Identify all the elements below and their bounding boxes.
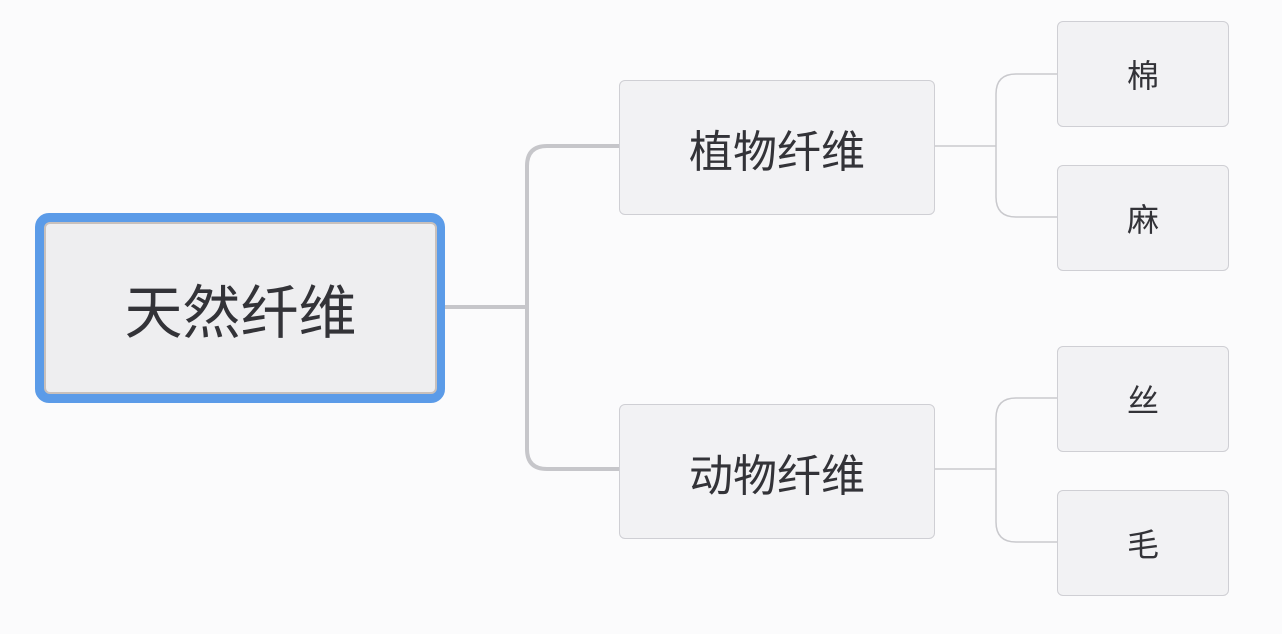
connector-branch-2-leaf-2 (995, 469, 1057, 543)
connector-root-branch-1 (525, 144, 619, 307)
leaf-node-silk[interactable]: 丝 (1057, 346, 1229, 452)
leaf-label: 丝 (1126, 382, 1159, 420)
leaf-label: 麻 (1126, 201, 1159, 239)
root-label: 天然纤维 (124, 279, 357, 347)
leaf-label: 毛 (1126, 526, 1159, 564)
branch-node-animal-fiber[interactable]: 动物纤维 (619, 404, 935, 539)
connector-branch-2-leaf-1 (995, 397, 1057, 469)
connector-branch-1-leaf-1 (995, 73, 1057, 146)
branch-node-plant-fiber[interactable]: 植物纤维 (619, 80, 935, 215)
branch-label: 动物纤维 (689, 450, 865, 502)
branch-label: 植物纤维 (689, 126, 865, 178)
leaf-node-hemp[interactable]: 麻 (1057, 165, 1229, 271)
connector-branch-1-leaf-2 (995, 146, 1057, 218)
leaf-node-cotton[interactable]: 棉 (1057, 21, 1229, 127)
leaf-node-wool[interactable]: 毛 (1057, 490, 1229, 596)
connector-root-branch-2 (525, 307, 619, 471)
leaf-label: 棉 (1126, 57, 1159, 95)
root-node[interactable]: 天然纤维 (44, 222, 437, 394)
